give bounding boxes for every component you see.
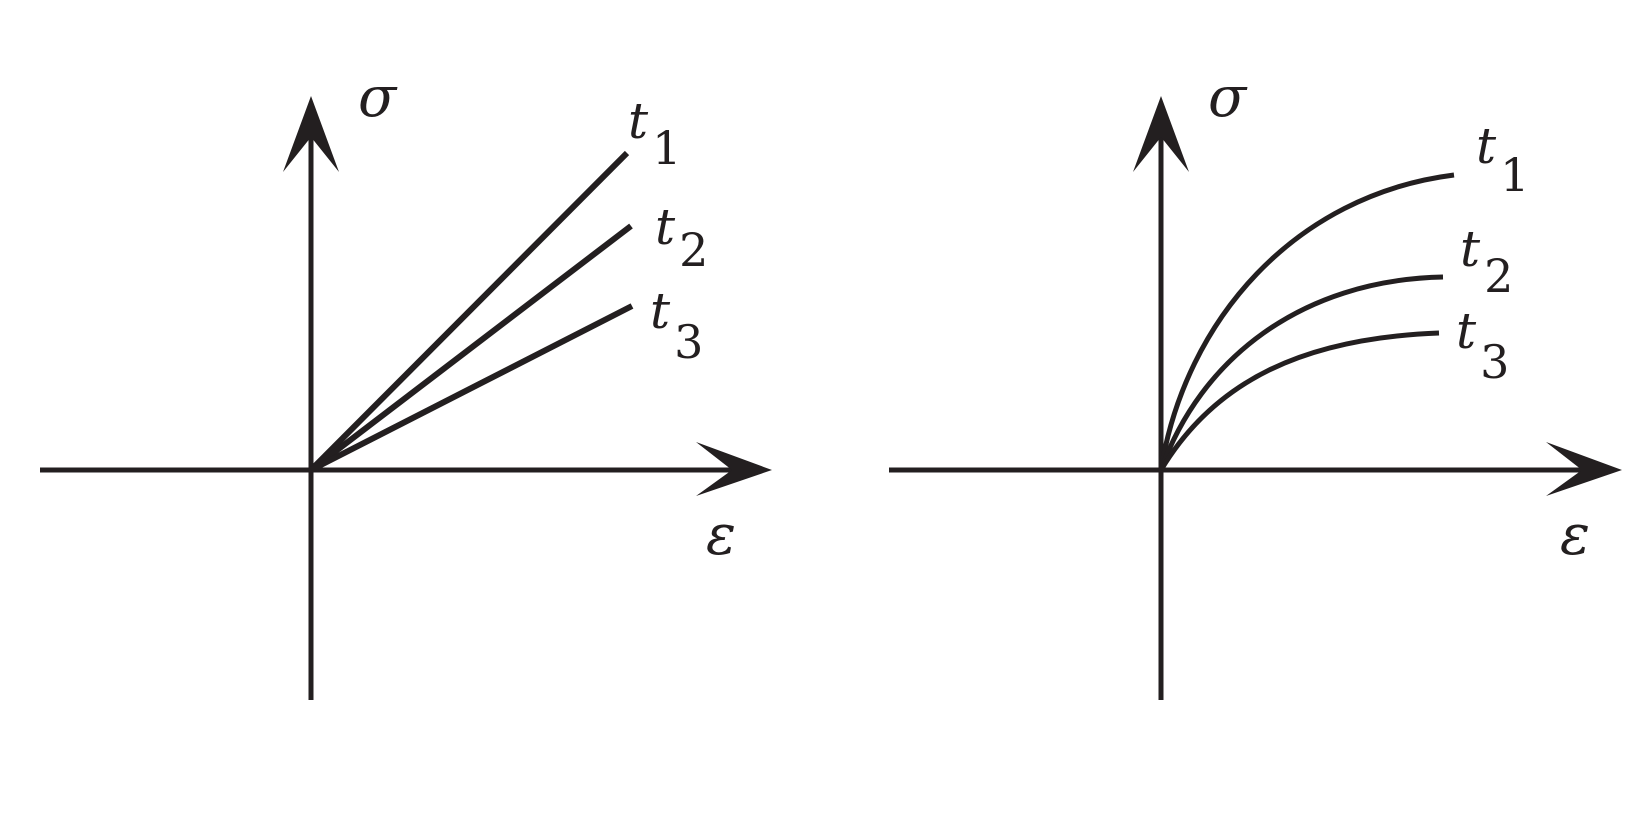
curve-t1 bbox=[1158, 172, 1455, 471]
curve-label-letter: t bbox=[655, 198, 676, 256]
y-axis-arrowhead bbox=[1133, 96, 1189, 172]
y-axis-arrowhead bbox=[283, 96, 339, 172]
curve-t1 bbox=[308, 150, 630, 473]
x-axis-arrowhead bbox=[1546, 442, 1622, 496]
y-axis-label: σ bbox=[358, 65, 398, 130]
panel-linear: σ ε t1 t2 t3 bbox=[40, 65, 772, 700]
curve-label-letter: t bbox=[650, 282, 671, 340]
curve-label-letter: t bbox=[1460, 220, 1481, 278]
curve-label-letter: t bbox=[1476, 117, 1497, 175]
curve-label-t1: t1 bbox=[1476, 117, 1529, 202]
curve-label-letter: t bbox=[628, 92, 649, 150]
curve-label-letter: t bbox=[1456, 302, 1477, 360]
curve-t2 bbox=[309, 223, 633, 473]
curve-t3 bbox=[309, 303, 634, 473]
curve-label-subscript: 3 bbox=[674, 315, 703, 369]
y-axis-label: σ bbox=[1208, 65, 1248, 130]
curve-label-subscript: 2 bbox=[679, 223, 708, 277]
panel-nonlinear: σ ε t1 t2 t3 bbox=[889, 65, 1622, 700]
curve-label-subscript: 1 bbox=[652, 121, 681, 175]
curve-label-subscript: 3 bbox=[1480, 335, 1509, 389]
x-axis-label: ε bbox=[706, 503, 736, 568]
curve-label-t2: t2 bbox=[1460, 220, 1513, 303]
curve-t3 bbox=[1158, 330, 1440, 472]
curve-label-t2: t2 bbox=[655, 198, 708, 277]
x-axis-arrowhead bbox=[696, 442, 772, 496]
curve-label-t3: t3 bbox=[650, 282, 703, 369]
curve-label-t1: t1 bbox=[628, 92, 681, 175]
curve-t2 bbox=[1158, 274, 1444, 471]
curve-label-t3: t3 bbox=[1456, 302, 1509, 389]
x-axis-label: ε bbox=[1560, 503, 1590, 568]
curve-label-subscript: 2 bbox=[1484, 249, 1513, 303]
curve-label-subscript: 1 bbox=[1500, 148, 1529, 202]
